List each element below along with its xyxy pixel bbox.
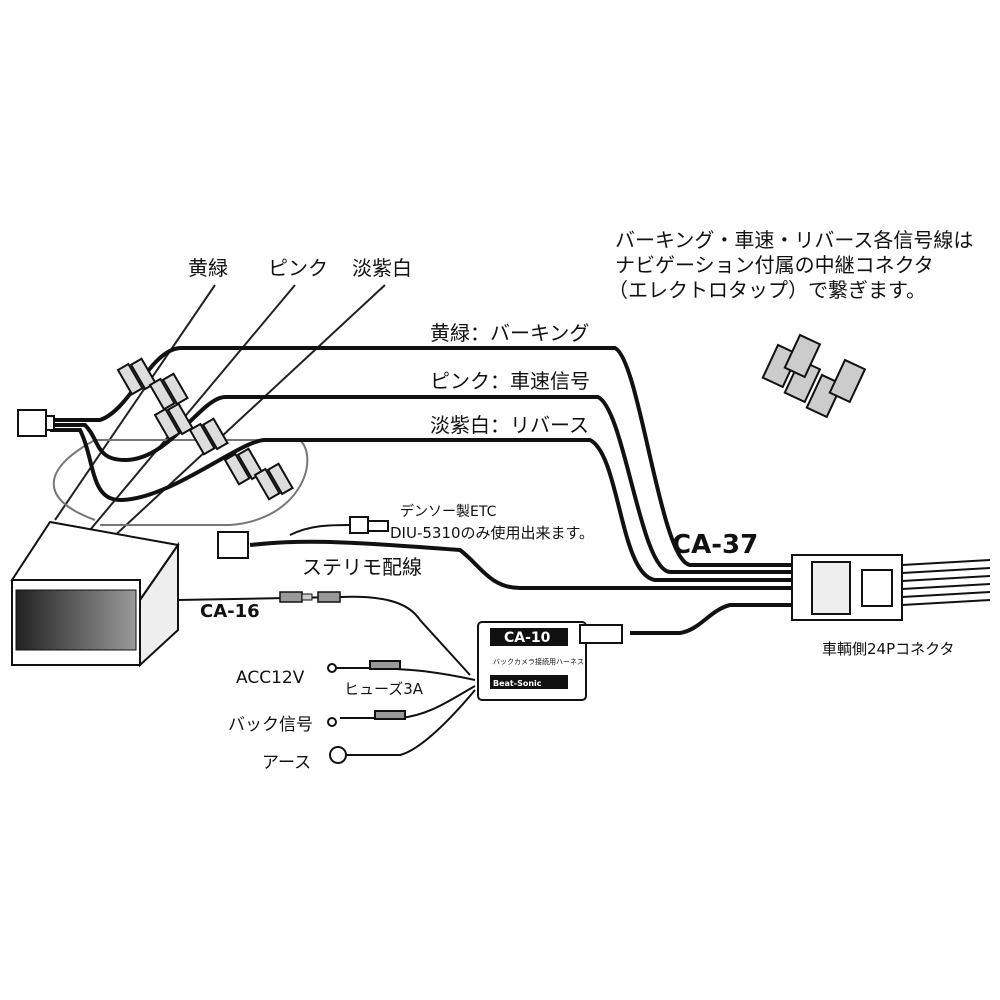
ca10-output-plug xyxy=(579,624,623,644)
signal-wires xyxy=(50,346,800,582)
stereo-remote-wire xyxy=(249,539,800,590)
note-line-2: ナビゲーション付属の中継コネクタ xyxy=(615,253,934,277)
ca10-output-wire xyxy=(630,603,800,635)
harness-left-connector xyxy=(17,409,55,437)
ca16-connectors xyxy=(279,591,341,603)
ca10-box xyxy=(477,621,587,701)
wire-label-reverse: 淡紫白：リバース xyxy=(430,413,589,437)
input-terminals xyxy=(327,660,406,764)
ca16-label: CA-16 xyxy=(200,601,260,622)
ca10-label: CA-10 xyxy=(504,630,551,646)
acc-label: ACC12V xyxy=(236,668,305,688)
wire-label-parking: 黄緑：バーキング xyxy=(430,321,589,345)
electro-taps xyxy=(116,357,294,501)
vehicle-connector-label: 車輌側24Pコネクタ xyxy=(822,640,955,658)
vehicle-24p-connector xyxy=(791,554,903,621)
spare-electro-taps xyxy=(761,333,867,419)
label-yellow-green: 黄緑 xyxy=(188,256,228,280)
etc-note-line-2: DIU-5310のみ使用出来ます。 xyxy=(390,524,594,542)
back-signal-label: バック信号 xyxy=(228,715,313,735)
stereo-wiring-label: ステリモ配線 xyxy=(302,555,422,579)
label-pink: ピンク xyxy=(268,256,328,280)
ground-label: アース xyxy=(262,753,311,773)
stereo-connector xyxy=(217,531,249,559)
ca16-cable xyxy=(177,595,471,676)
etc-note-line-1: デンソー製ETC xyxy=(400,503,497,520)
navigation-unit xyxy=(10,520,180,668)
etc-connector xyxy=(349,516,389,534)
wire-label-speed: ピンク：車速信号 xyxy=(430,369,590,393)
etc-wire xyxy=(289,524,351,536)
ca10-box-line-2: Beat-Sonic xyxy=(493,679,542,688)
label-pale-violet-white: 淡紫白 xyxy=(352,256,412,280)
note-line-3: （エレクトロタップ）で繋ぎます。 xyxy=(608,278,926,302)
leader-lines xyxy=(54,284,386,541)
ca10-box-line-1: バックカメラ接続用ハーネス xyxy=(493,657,584,666)
note-line-1: バーキング・車速・リバース各信号線は xyxy=(615,228,973,252)
fuse-label: ヒューズ3A xyxy=(344,680,424,698)
vehicle-harness-wires xyxy=(901,559,991,606)
ca37-label: CA-37 xyxy=(672,530,758,560)
